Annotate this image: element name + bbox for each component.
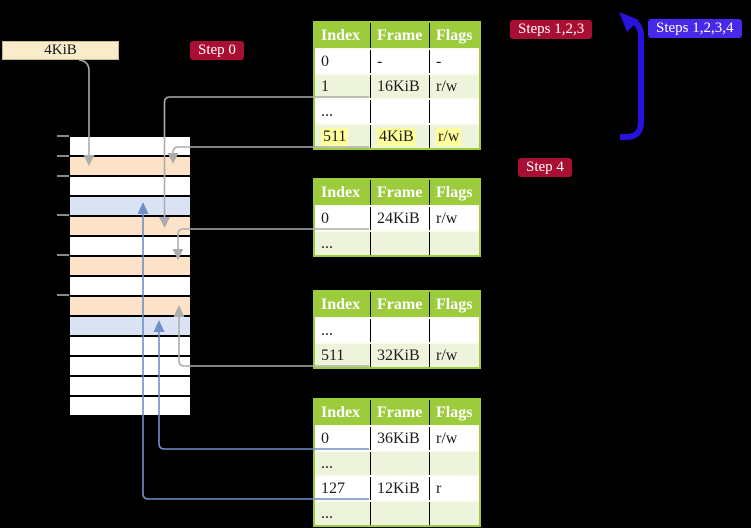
table-cell xyxy=(370,452,429,475)
table-row: 0 24KiB r/w xyxy=(315,205,479,230)
table-cell: 4KiB xyxy=(377,127,416,146)
address-tick xyxy=(57,214,69,216)
memory-row xyxy=(70,337,190,355)
table-cell: 0 xyxy=(321,429,329,447)
memory-row xyxy=(70,277,190,295)
recursive-loop-arrow xyxy=(619,12,644,140)
table-row-highlighted: 511 4KiB r/w xyxy=(315,123,479,148)
address-tick xyxy=(57,135,69,137)
steps-1-2-3-4-badge: Steps 1,2,3,4 xyxy=(648,19,742,38)
table-cell: 127 xyxy=(321,479,345,497)
table-cell: ... xyxy=(321,102,333,120)
table-cell: ... xyxy=(321,234,333,252)
table-row: 0 - - xyxy=(315,48,479,73)
column-header-index: Index xyxy=(321,183,361,201)
column-header-index: Index xyxy=(321,26,361,44)
address-tick xyxy=(57,294,69,296)
page-table-4: Index Frame Flags 0 36KiB r/w ... 127 12… xyxy=(313,398,481,527)
column-header-frame: Frame xyxy=(370,292,429,317)
memory-row xyxy=(70,257,190,275)
table-cell xyxy=(429,232,483,255)
column-header-frame: Frame xyxy=(370,23,429,48)
column-header-flags: Flags xyxy=(429,400,483,425)
table-cell xyxy=(429,502,483,525)
table-cell: ... xyxy=(321,504,333,522)
table-cell: 36KiB xyxy=(370,427,429,450)
physical-memory-column xyxy=(70,137,190,415)
frame-address-text: 4KiB xyxy=(44,42,77,58)
table-row: 127 12KiB r xyxy=(315,475,479,500)
table-cell: r/w xyxy=(436,127,462,146)
memory-row xyxy=(70,237,190,255)
table-row: ... xyxy=(315,450,479,475)
table-row: ... xyxy=(315,98,479,123)
table-cell: r/w xyxy=(429,75,483,98)
table-cell: - xyxy=(370,50,429,73)
table-header-row: Index Frame Flags xyxy=(315,400,479,425)
address-tick xyxy=(57,155,69,157)
memory-row xyxy=(70,297,190,315)
frame-address-label: 4KiB xyxy=(2,41,119,60)
table-cell: 16KiB xyxy=(370,75,429,98)
table-cell: - xyxy=(429,50,483,73)
memory-row xyxy=(70,137,190,155)
table-cell: 32KiB xyxy=(370,344,429,367)
column-header-frame: Frame xyxy=(370,180,429,205)
table-row: 511 32KiB r/w xyxy=(315,342,479,367)
table-cell: r xyxy=(429,477,483,500)
table-cell xyxy=(429,319,483,342)
column-header-flags: Flags xyxy=(429,23,483,48)
memory-row xyxy=(70,157,190,175)
table-cell: ... xyxy=(321,321,333,339)
address-tick xyxy=(57,254,69,256)
table-cell: 1 xyxy=(321,77,329,95)
table-row: ... xyxy=(315,317,479,342)
table-row: ... xyxy=(315,500,479,525)
table-row: ... xyxy=(315,230,479,255)
table-cell xyxy=(370,502,429,525)
table-cell: r/w xyxy=(429,207,483,230)
memory-row xyxy=(70,217,190,235)
page-table-1: Index Frame Flags 0 - - 1 16KiB r/w ... … xyxy=(313,21,481,150)
table-header-row: Index Frame Flags xyxy=(315,180,479,205)
memory-row xyxy=(70,197,190,215)
memory-row xyxy=(70,317,190,335)
table-cell xyxy=(370,100,429,123)
step-4-badge: Step 4 xyxy=(518,158,572,177)
table-header-row: Index Frame Flags xyxy=(315,292,479,317)
column-header-frame: Frame xyxy=(370,400,429,425)
table-cell xyxy=(370,232,429,255)
page-table-3: Index Frame Flags ... 511 32KiB r/w xyxy=(313,290,481,369)
column-header-flags: Flags xyxy=(429,180,483,205)
table-cell xyxy=(370,319,429,342)
steps-1-2-3-badge: Steps 1,2,3 xyxy=(510,20,593,39)
table-cell: ... xyxy=(321,454,333,472)
address-tick xyxy=(57,175,69,177)
table-cell: 0 xyxy=(321,52,329,70)
memory-row xyxy=(70,177,190,195)
table-cell: 0 xyxy=(321,209,329,227)
table-row: 0 36KiB r/w xyxy=(315,425,479,450)
table-cell: r/w xyxy=(429,427,483,450)
step-0-badge: Step 0 xyxy=(190,41,244,60)
page-table-2: Index Frame Flags 0 24KiB r/w ... xyxy=(313,178,481,257)
column-header-index: Index xyxy=(321,295,361,313)
memory-row xyxy=(70,357,190,375)
table-cell: 511 xyxy=(321,127,349,146)
table-cell: 511 xyxy=(321,346,345,364)
memory-row xyxy=(70,397,190,415)
memory-row xyxy=(70,377,190,395)
table-cell: 24KiB xyxy=(370,207,429,230)
table-header-row: Index Frame Flags xyxy=(315,23,479,48)
table-cell: 12KiB xyxy=(370,477,429,500)
column-header-index: Index xyxy=(321,403,361,421)
table-cell xyxy=(429,100,483,123)
table-cell xyxy=(429,452,483,475)
table-row: 1 16KiB r/w xyxy=(315,73,479,98)
column-header-flags: Flags xyxy=(429,292,483,317)
table-cell: r/w xyxy=(429,344,483,367)
